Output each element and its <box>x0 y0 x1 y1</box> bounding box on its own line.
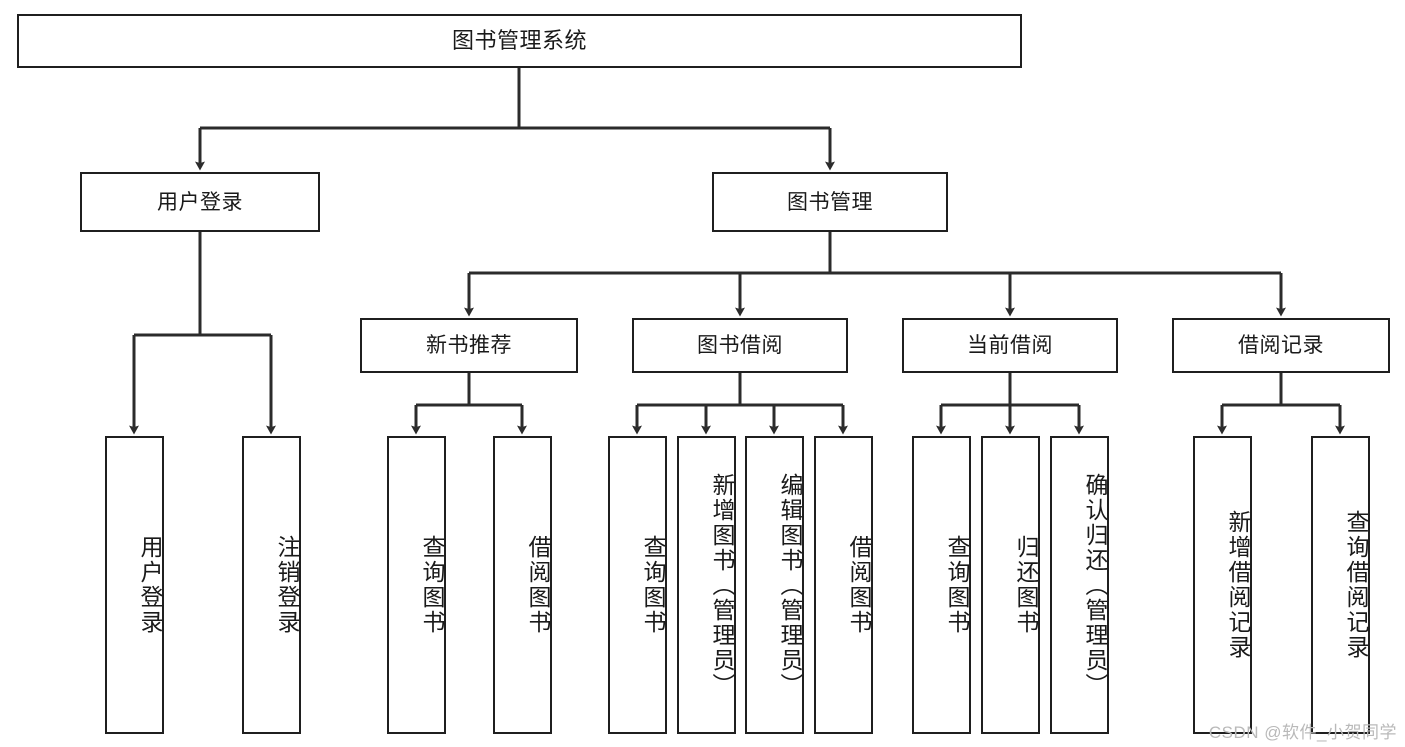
node-borrow-record[interactable]: 借阅记录 <box>1172 318 1390 373</box>
leaf-current-return-book[interactable]: 归还图书 <box>981 436 1040 734</box>
leaf-user-login-login[interactable]: 用户登录 <box>105 436 164 734</box>
node-label: 新增图书（管理员） <box>709 472 735 698</box>
node-label: 新书推荐 <box>426 334 512 357</box>
leaf-borrow-add-book-admin[interactable]: 新增图书（管理员） <box>677 436 736 734</box>
node-book-borrow[interactable]: 图书借阅 <box>632 318 848 373</box>
node-root-system[interactable]: 图书管理系统 <box>17 14 1022 68</box>
node-book-management[interactable]: 图书管理 <box>712 172 948 232</box>
node-current-borrow[interactable]: 当前借阅 <box>902 318 1118 373</box>
leaf-recommend-borrow-book[interactable]: 借阅图书 <box>493 436 552 734</box>
node-label: 借阅图书 <box>525 535 551 635</box>
leaf-record-add-record[interactable]: 新增借阅记录 <box>1193 436 1252 734</box>
node-label: 查询图书 <box>640 535 666 635</box>
leaf-current-query-book[interactable]: 查询图书 <box>912 436 971 734</box>
node-label: 注销登录 <box>274 535 300 635</box>
leaf-borrow-borrow-book[interactable]: 借阅图书 <box>814 436 873 734</box>
leaf-borrow-edit-book-admin[interactable]: 编辑图书（管理员） <box>745 436 804 734</box>
node-user-login[interactable]: 用户登录 <box>80 172 320 232</box>
node-label: 借阅记录 <box>1238 334 1324 357</box>
node-label: 查询借阅记录 <box>1343 510 1369 660</box>
node-label: 归还图书 <box>1013 535 1039 635</box>
node-label: 借阅图书 <box>846 535 872 635</box>
node-label: 图书借阅 <box>697 334 783 357</box>
leaf-borrow-query-book[interactable]: 查询图书 <box>608 436 667 734</box>
leaf-record-query-record[interactable]: 查询借阅记录 <box>1311 436 1370 734</box>
node-label: 用户登录 <box>157 190 243 214</box>
node-label: 确认归还（管理员） <box>1082 472 1108 698</box>
watermark: CSDN @软件_小贺同学 <box>1208 723 1397 742</box>
leaf-user-login-logout[interactable]: 注销登录 <box>242 436 301 734</box>
node-new-book-recommend[interactable]: 新书推荐 <box>360 318 578 373</box>
node-label: 用户登录 <box>137 535 163 635</box>
node-label: 当前借阅 <box>967 334 1053 357</box>
node-label: 新增借阅记录 <box>1225 510 1251 660</box>
node-label: 编辑图书（管理员） <box>777 472 803 698</box>
node-label: 图书管理 <box>787 190 873 214</box>
node-label: 查询图书 <box>419 535 445 635</box>
leaf-current-confirm-return-admin[interactable]: 确认归还（管理员） <box>1050 436 1109 734</box>
node-label: 图书管理系统 <box>451 28 587 53</box>
node-label: 查询图书 <box>944 535 970 635</box>
leaf-recommend-query-book[interactable]: 查询图书 <box>387 436 446 734</box>
